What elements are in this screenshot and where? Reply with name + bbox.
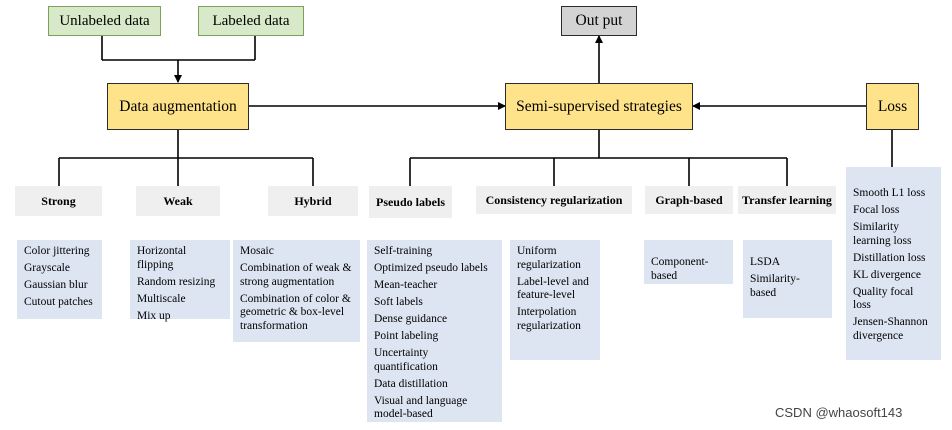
weak-items-list: Horizontal flipping Random resizing Mult…: [130, 240, 230, 322]
category-transfer-learning: Transfer learning: [738, 186, 836, 214]
list-item: Optimized pseudo labels: [374, 262, 488, 274]
list-item: Label-level and feature-level: [517, 275, 589, 302]
list-item: Jensen-Shannon divergence: [853, 316, 928, 342]
loss-label: Loss: [877, 97, 908, 115]
data-augmentation-label: Data augmentation: [119, 97, 237, 115]
list-item: Self-training: [374, 245, 433, 257]
category-strong-label: Strong: [41, 193, 76, 208]
list-item: Distillation loss: [853, 251, 926, 264]
consistency-items-list: Uniform regularization Label-level and f…: [510, 240, 600, 360]
unlabeled-data-label: Unlabeled data: [59, 12, 150, 29]
unlabeled-data-box: Unlabeled data: [48, 6, 161, 36]
list-item: Grayscale: [24, 262, 70, 274]
list-item: Quality focal loss: [853, 285, 914, 312]
watermark-text: CSDN @whaosoft143: [775, 405, 903, 420]
pseudo-labels-items-list: Self-training Optimized pseudo labels Me…: [367, 240, 502, 422]
strong-items-list: Color jittering Grayscale Gaussian blur …: [17, 240, 102, 319]
data-augmentation-box: Data augmentation: [107, 83, 249, 130]
list-item: Data distillation: [374, 377, 448, 390]
list-item: Soft labels: [374, 296, 423, 308]
category-consistency-regularization: Consistency regularization: [476, 186, 632, 214]
list-item: Mean-teacher: [374, 279, 438, 291]
list-item: Multiscale: [137, 292, 186, 305]
semi-supervised-strategies-label: Semi-supervised strategies: [516, 97, 682, 115]
category-transfer-learning-label: Transfer learning: [742, 192, 832, 207]
list-item: Horizontal flipping: [137, 245, 187, 271]
category-graph-based-label: Graph-based: [655, 192, 723, 207]
category-pseudo-labels-label: Pseudo labels: [375, 194, 445, 209]
list-item: Cutout patches: [24, 296, 93, 308]
list-item: Color jittering: [24, 245, 90, 257]
list-item: Uniform regularization: [517, 245, 581, 271]
graph-based-items-list: Component-based: [644, 240, 733, 284]
list-item: Similarity learning loss: [853, 221, 912, 247]
output-box: Out put: [561, 6, 637, 36]
category-hybrid-label: Hybrid: [294, 193, 332, 208]
list-item: KL divergence: [853, 268, 922, 281]
list-item: Component-based: [651, 256, 709, 282]
list-item: Interpolation regularization: [517, 306, 581, 332]
labeled-data-box: Labeled data: [198, 6, 304, 36]
category-consistency-label: Consistency regularization: [485, 192, 623, 207]
list-item: Similarity-based: [750, 273, 800, 299]
list-item: Gaussian blur: [24, 279, 88, 291]
category-pseudo-labels: Pseudo labels: [369, 186, 452, 218]
list-item: LSDA: [750, 256, 781, 268]
list-item: Point labeling: [374, 330, 439, 342]
category-strong: Strong: [15, 186, 102, 216]
loss-box: Loss: [866, 83, 919, 130]
list-item: Combination of weak & strong augmentatio…: [240, 262, 352, 288]
category-hybrid: Hybrid: [268, 186, 358, 216]
labeled-data-label: Labeled data: [212, 12, 290, 29]
hybrid-items-list: Mosaic Combination of weak & strong augm…: [233, 240, 360, 342]
loss-items-list: Smooth L1 loss Focal loss Similarity lea…: [846, 167, 941, 360]
category-weak-label: Weak: [163, 193, 193, 208]
list-item: Smooth L1 loss: [853, 187, 926, 199]
list-item: Mosaic: [240, 245, 274, 257]
list-item: Mix up: [137, 309, 171, 322]
list-item: Combination of color & geometric & box-l…: [240, 292, 351, 332]
list-item: Focal loss: [853, 204, 900, 216]
transfer-learning-items-list: LSDA Similarity-based: [743, 240, 832, 318]
list-item: Uncertainty quantification: [374, 347, 438, 373]
category-weak: Weak: [136, 186, 220, 216]
list-item: Dense guidance: [374, 313, 448, 325]
category-graph-based: Graph-based: [645, 186, 733, 214]
output-label: Out put: [575, 12, 623, 29]
list-item: Random resizing: [137, 275, 216, 288]
list-item: Visual and language model-based: [374, 394, 468, 421]
semi-supervised-strategies-box: Semi-supervised strategies: [505, 83, 693, 130]
